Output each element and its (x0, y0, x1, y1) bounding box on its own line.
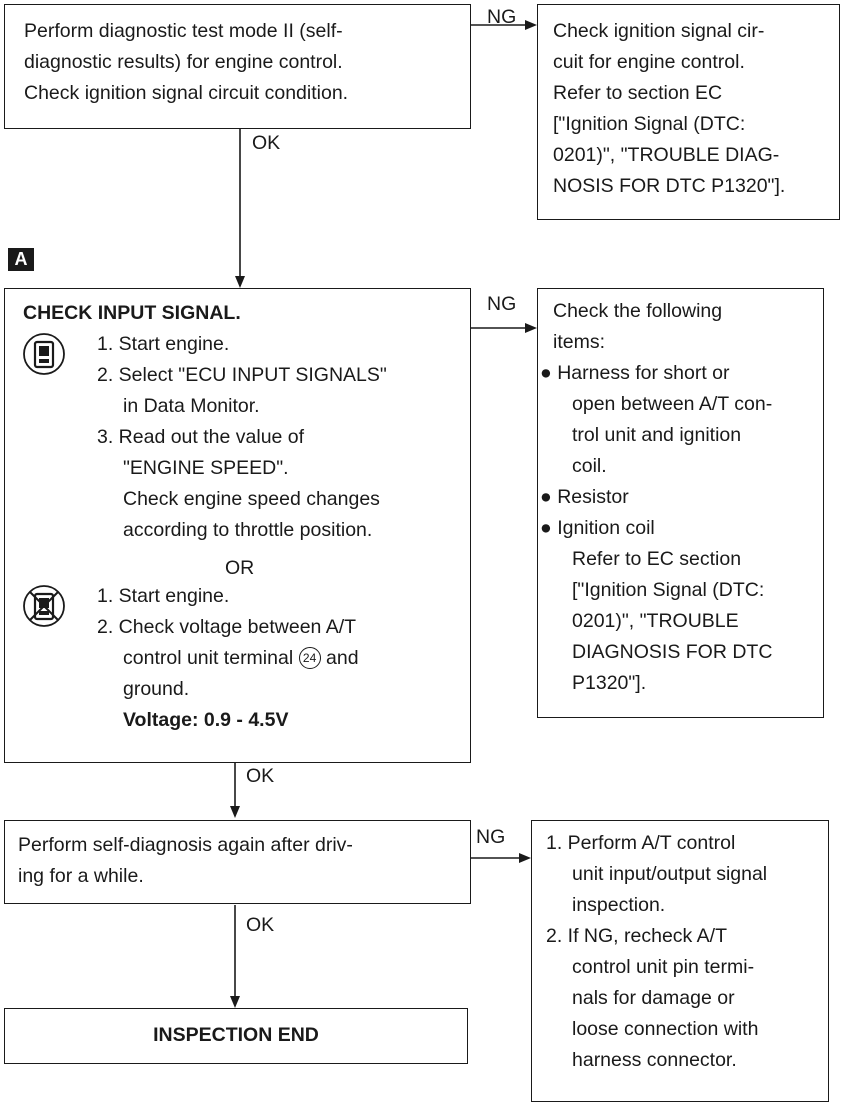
terminal-number: 24 (298, 647, 321, 669)
ng1-line-4: ["Ignition Signal (DTC: (553, 113, 746, 135)
ng3-label: NG (476, 826, 506, 848)
step1-line-3: Check ignition signal circuit condition. (24, 82, 349, 104)
inspection-end-box: INSPECTION END (4, 1008, 468, 1064)
ng3-line-5: control unit pin termi- (572, 956, 755, 978)
ng1-line-3: Refer to section EC (553, 82, 723, 104)
step3-line-1: Perform self-diagnosis again after driv- (18, 834, 353, 856)
step1-line-2: diagnostic results) for engine control. (24, 51, 343, 73)
ng2-label: NG (487, 293, 517, 315)
ng2-bullet-1: ● Harness for short or (540, 362, 730, 384)
consult-step-3-check-cont: according to throttle position. (123, 519, 373, 541)
consult-step-2: 2. Select "ECU INPUT SIGNALS" (97, 364, 387, 386)
ng2-line-9: Refer to EC section (572, 548, 742, 570)
ng1-box: Check ignition signal cir- cuit for engi… (537, 4, 840, 220)
ng2-box: Check the following items: ● Harness for… (537, 288, 824, 718)
ng3-line-6: nals for damage or (572, 987, 735, 1009)
ng2-line-4: open between A/T con- (572, 393, 773, 415)
ng2-line-12: DIAGNOSIS FOR DTC (572, 641, 773, 663)
no-consult-step-2-cont: control unit terminal 24 and (123, 643, 359, 675)
ng3-line-3: inspection. (572, 894, 666, 916)
step3-box: Perform self-diagnosis again after driv-… (4, 820, 471, 904)
ok2-label: OK (246, 765, 275, 787)
ng3-line-2: unit input/output signal (572, 863, 768, 885)
step1-box: Perform diagnostic test mode II (self- d… (4, 4, 471, 129)
ng1-line-1: Check ignition signal cir- (553, 20, 765, 42)
ng2-line-1: Check the following (553, 300, 723, 322)
no-consult-step-1: 1. Start engine. (97, 585, 230, 607)
ng2-line-10: ["Ignition Signal (DTC: (572, 579, 765, 601)
ng2-bullet-3: ● Ignition coil (540, 517, 655, 539)
ng3-line-1: 1. Perform A/T control (546, 832, 736, 854)
section-marker-a: A (8, 248, 34, 271)
terminal-text: control unit terminal (123, 647, 294, 669)
ng2-bullet-2: ● Resistor (540, 486, 629, 508)
ng3-box: 1. Perform A/T control unit input/output… (531, 820, 829, 1102)
step1-line-1: Perform diagnostic test mode II (self- (24, 20, 343, 42)
consult-tester-icon (23, 333, 65, 375)
ok1-label: OK (252, 132, 281, 154)
ng3-line-7: loose connection with (572, 1018, 759, 1040)
terminal-and: and (326, 647, 359, 669)
ng1-line-6: NOSIS FOR DTC P1320"]. (553, 175, 786, 197)
ng2-line-5: trol unit and ignition (572, 424, 742, 446)
ok3-label: OK (246, 914, 275, 936)
ng3-line-4: 2. If NG, recheck A/T (546, 925, 727, 947)
voltage-spec: Voltage: 0.9 - 4.5V (123, 709, 289, 731)
or-divider-label: OR (221, 557, 259, 579)
ng1-line-2: cuit for engine control. (553, 51, 745, 73)
consult-step-1: 1. Start engine. (97, 333, 230, 355)
consult-step-2-cont: in Data Monitor. (123, 395, 260, 417)
ng1-line-5: 0201)", "TROUBLE DIAG- (553, 144, 780, 166)
ng2-line-13: P1320"]. (572, 672, 647, 694)
ng3-line-8: harness connector. (572, 1049, 737, 1071)
step3-line-2: ing for a while. (18, 865, 144, 887)
consult-step-3-check: Check engine speed changes (123, 488, 380, 510)
no-consult-step-2-ground: ground. (123, 678, 190, 700)
inspection-end-label: INSPECTION END (153, 1024, 319, 1046)
ng2-line-11: 0201)", "TROUBLE (572, 610, 739, 632)
step2-title: CHECK INPUT SIGNAL. (23, 302, 241, 324)
consult-step-3: 3. Read out the value of (97, 426, 305, 448)
step2-box: CHECK INPUT SIGNAL. 1. Start engine. 2. … (4, 288, 471, 763)
consult-step-3-cont: "ENGINE SPEED". (123, 457, 289, 479)
ng1-label: NG (487, 6, 517, 28)
no-consult-tester-icon (23, 585, 65, 627)
ng2-line-2: items: (553, 331, 606, 353)
ng2-line-6: coil. (572, 455, 607, 477)
no-consult-step-2: 2. Check voltage between A/T (97, 616, 357, 638)
